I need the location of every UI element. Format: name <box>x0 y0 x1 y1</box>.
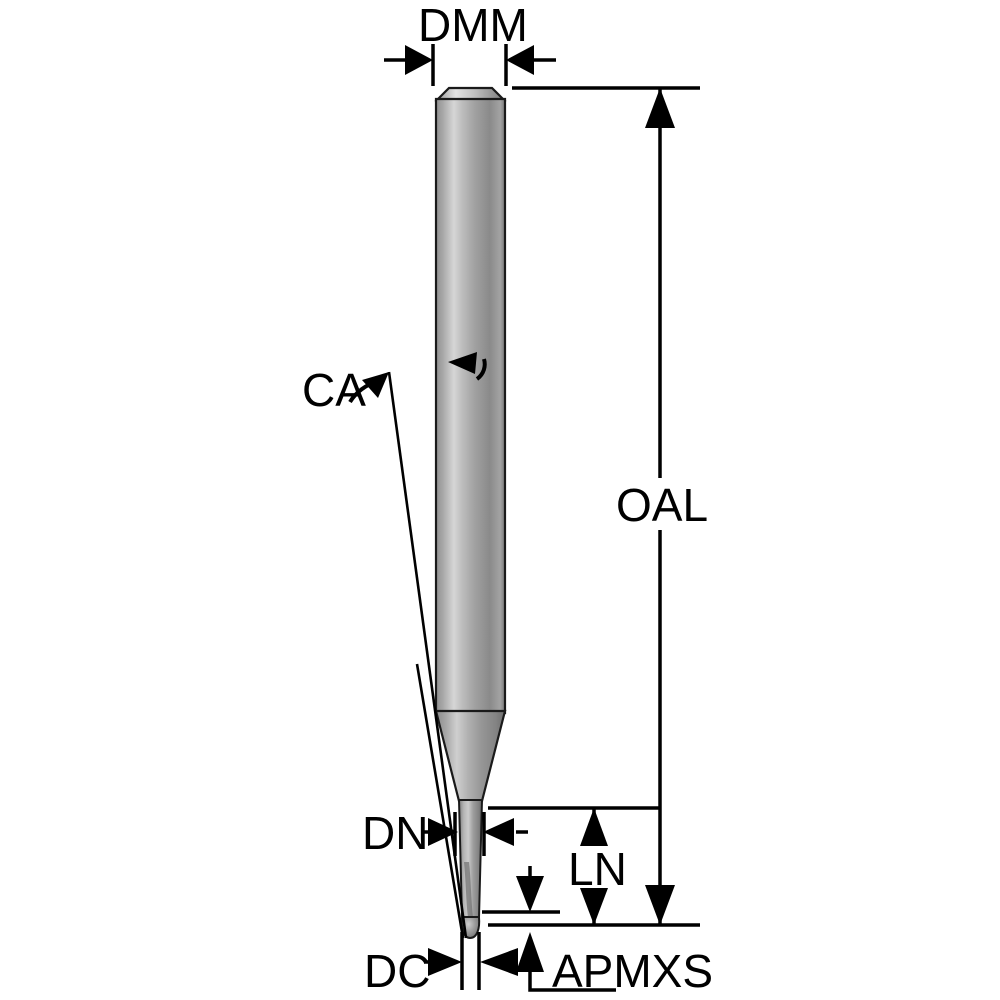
dimension-dn <box>424 812 528 856</box>
ln-top-arrowhead <box>580 808 608 846</box>
dimension-label-apmxs: APMXS <box>552 945 714 997</box>
tool-shank <box>434 97 507 715</box>
ca-reference-line-outer <box>387 371 468 939</box>
dimension-oal <box>488 86 700 927</box>
dn-left-arrowhead <box>428 818 458 846</box>
ca-reference-line-inner <box>415 663 465 939</box>
dimension-dc <box>424 932 532 990</box>
oal-bottom-arrowhead <box>645 885 675 925</box>
dimension-label-ca: CA <box>302 364 366 416</box>
dimension-apmxs <box>482 866 616 992</box>
dimension-label-dmm: DMM <box>418 0 528 51</box>
dimension-label-ln: LN <box>568 843 627 895</box>
ca-leader-arrowhead <box>362 372 389 398</box>
dmm-right-arrowhead <box>506 45 534 75</box>
dimension-label-oal: OAL <box>616 479 709 531</box>
apmxs-down-arrowhead <box>516 876 544 912</box>
apmxs-up-arrowhead <box>516 932 544 972</box>
dimension-ca <box>348 371 468 939</box>
dc-left-arrowhead <box>428 948 462 976</box>
dimension-ln <box>488 806 660 925</box>
dimension-dmm <box>384 44 556 86</box>
dimension-label-dn: DN <box>362 807 429 859</box>
tool-body <box>434 86 507 940</box>
dc-right-arrowhead <box>480 948 518 976</box>
dimension-label-dc: DC <box>364 945 431 997</box>
ln-bottom-arrowhead <box>580 888 608 925</box>
dmm-left-arrowhead <box>405 45 433 75</box>
dn-right-arrowhead <box>483 818 514 846</box>
oal-top-arrowhead <box>645 88 675 128</box>
rotation-direction-icon <box>448 352 487 381</box>
flute-shadow <box>464 862 473 918</box>
